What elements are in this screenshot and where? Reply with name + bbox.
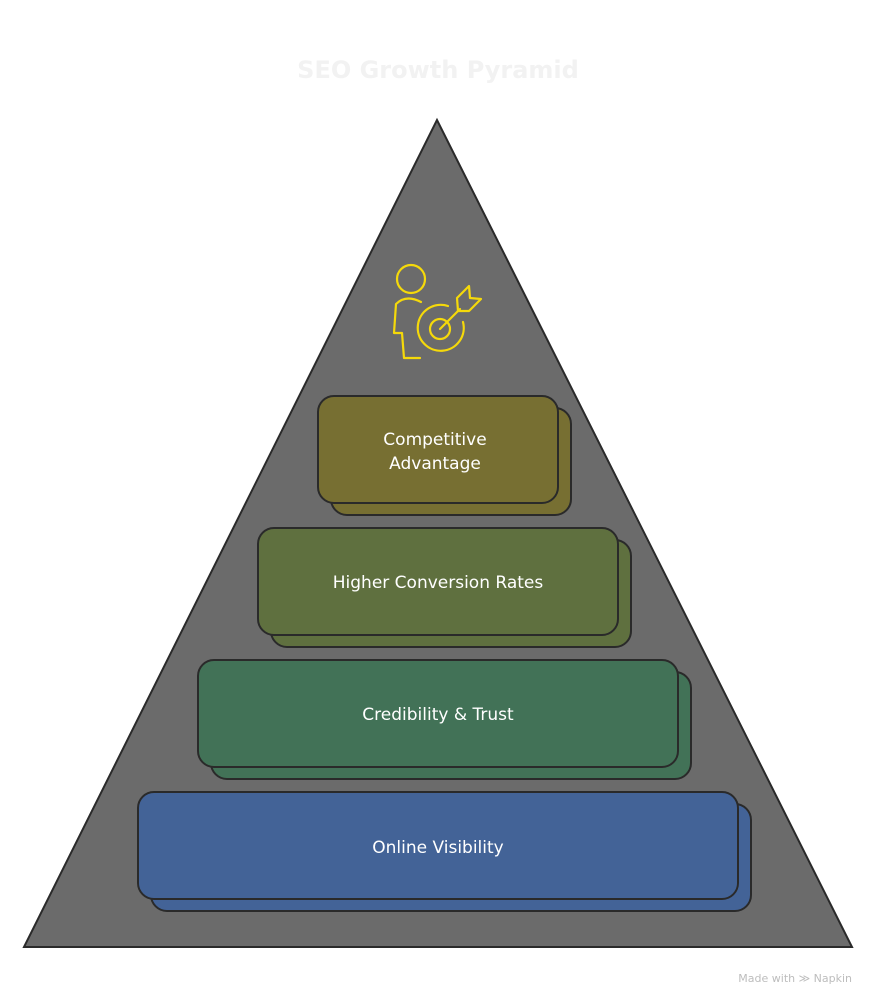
level-label: Online Visibility bbox=[372, 838, 503, 858]
level-competitive-advantage: Competitive Advantage bbox=[317, 395, 572, 516]
napkin-logo-icon: ≫ bbox=[798, 972, 811, 985]
watermark-brand: Napkin bbox=[813, 972, 852, 985]
diagram-title: SEO Growth Pyramid bbox=[297, 56, 579, 84]
level-label: Competitive bbox=[383, 430, 486, 450]
level-label: Advantage bbox=[389, 454, 481, 474]
level-online-visibility: Online Visibility bbox=[137, 791, 752, 912]
level-higher-conversion-rates: Higher Conversion Rates bbox=[257, 527, 632, 648]
person-target-icon bbox=[392, 263, 483, 360]
level-label: Higher Conversion Rates bbox=[333, 573, 544, 593]
watermark-text: Made with bbox=[738, 972, 796, 985]
watermark: Made with ≫ Napkin bbox=[738, 972, 852, 985]
level-label: Credibility & Trust bbox=[362, 705, 514, 725]
level-credibility-trust: Credibility & Trust bbox=[197, 659, 692, 780]
